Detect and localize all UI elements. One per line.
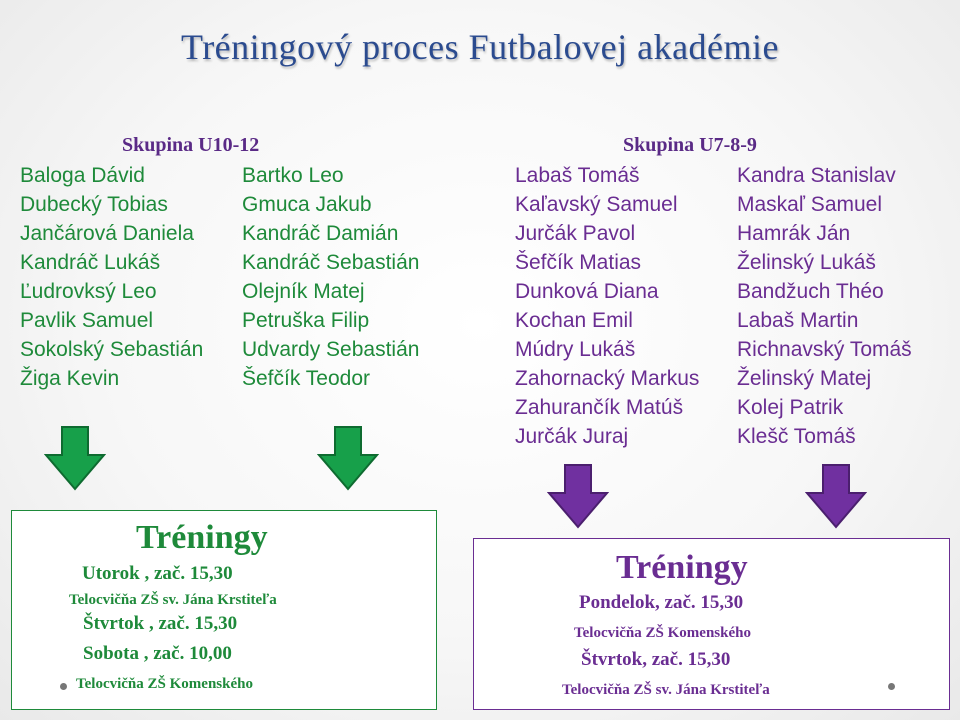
player-name: Pavlik Samuel <box>20 309 154 332</box>
left-group-heading: Skupina U10-12 <box>122 134 260 156</box>
player-name: Bartko Leo <box>242 164 344 187</box>
schedule-line: Pondelok, zač. 15,30 <box>579 592 744 613</box>
player-name: Baloga Dávid <box>20 164 145 187</box>
player-name: Bandžuch Théo <box>737 280 884 303</box>
player-name: Labaš Martin <box>737 309 859 332</box>
player-name: Jurčák Pavol <box>515 222 636 245</box>
player-name: Maskaľ Samuel <box>737 193 883 216</box>
player-name: Kochan Emil <box>515 309 633 332</box>
player-name: Želinský Matej <box>737 367 872 390</box>
player-name: Petruška Filip <box>242 309 370 332</box>
schedule-line: Štvrtok, zač. 15,30 <box>581 649 731 670</box>
player-name: Želinský Lukáš <box>737 251 876 274</box>
player-name: Ľudrovksý Leo <box>20 280 157 303</box>
down-arrow-icon <box>317 426 379 491</box>
player-name: Zahornacký Markus <box>515 367 700 390</box>
player-name: Gmuca Jakub <box>242 193 372 216</box>
right-box-title: Tréningy <box>616 549 748 586</box>
left-group-col2: Bartko Leo Gmuca Jakub Kandráč Damián Ka… <box>242 161 419 393</box>
right-group-col1: Labaš Tomáš Kaľavský Samuel Jurčák Pavol… <box>515 161 699 451</box>
down-arrow-icon <box>805 464 867 529</box>
left-training-box: Tréningy Utorok , zač. 15,30 Telocvičňa … <box>11 510 437 710</box>
player-name: Šefčík Teodor <box>242 367 371 390</box>
player-name: Sokolský Sebastián <box>20 338 204 361</box>
right-training-box: Tréningy Pondelok, zač. 15,30 Telocvičňa… <box>473 538 950 710</box>
player-name: Zahurančík Matúš <box>515 396 684 419</box>
player-name: Kandráč Sebastián <box>242 251 420 274</box>
player-name: Labaš Tomáš <box>515 164 640 187</box>
player-name: Hamrák Ján <box>737 222 851 245</box>
player-name: Kandráč Lukáš <box>20 251 161 274</box>
player-name: Kaľavský Samuel <box>515 193 678 216</box>
player-name: Klešč Tomáš <box>737 425 856 448</box>
schedule-line: Štvrtok , zač. 15,30 <box>83 613 238 634</box>
venue-line: Telocvičňa ZŠ sv. Jána Krstiteľa <box>69 592 277 608</box>
player-name: Udvardy Sebastián <box>242 338 420 361</box>
venue-line: Telocvičňa ZŠ Komenského <box>574 625 751 641</box>
player-name: Kandra Stanislav <box>737 164 896 187</box>
player-name: Richnavský Tomáš <box>737 338 912 361</box>
left-group-col1: Baloga Dávid Dubecký Tobias Jančárová Da… <box>20 161 203 393</box>
player-name: Šefčík Matias <box>515 251 642 274</box>
player-name: Jančárová Daniela <box>20 222 194 245</box>
player-name: Kandráč Damián <box>242 222 399 245</box>
bullet-icon <box>60 683 67 690</box>
page-title: Tréningový proces Futbalovej akadémie <box>180 27 780 67</box>
player-name: Múdry Lukáš <box>515 338 636 361</box>
player-name: Olejník Matej <box>242 280 365 303</box>
player-name: Dunková Diana <box>515 280 659 303</box>
player-name: Žiga Kevin <box>20 367 120 390</box>
player-name: Dubecký Tobias <box>20 193 168 216</box>
schedule-line: Sobota , zač. 10,00 <box>83 643 232 664</box>
bullet-icon <box>888 683 895 690</box>
player-name: Jurčák Juraj <box>515 425 629 448</box>
venue-line: Telocvičňa ZŠ Komenského <box>76 676 253 692</box>
right-group-heading: Skupina U7-8-9 <box>623 134 757 156</box>
schedule-line: Utorok , zač. 15,30 <box>82 563 233 584</box>
player-name: Kolej Patrik <box>737 396 844 419</box>
left-box-title: Tréningy <box>136 519 268 556</box>
down-arrow-icon <box>547 464 609 529</box>
right-group-col2: Kandra Stanislav Maskaľ Samuel Hamrák Já… <box>737 161 912 451</box>
venue-line: Telocvičňa ZŠ sv. Jána Krstiteľa <box>562 682 770 698</box>
down-arrow-icon <box>44 426 106 491</box>
